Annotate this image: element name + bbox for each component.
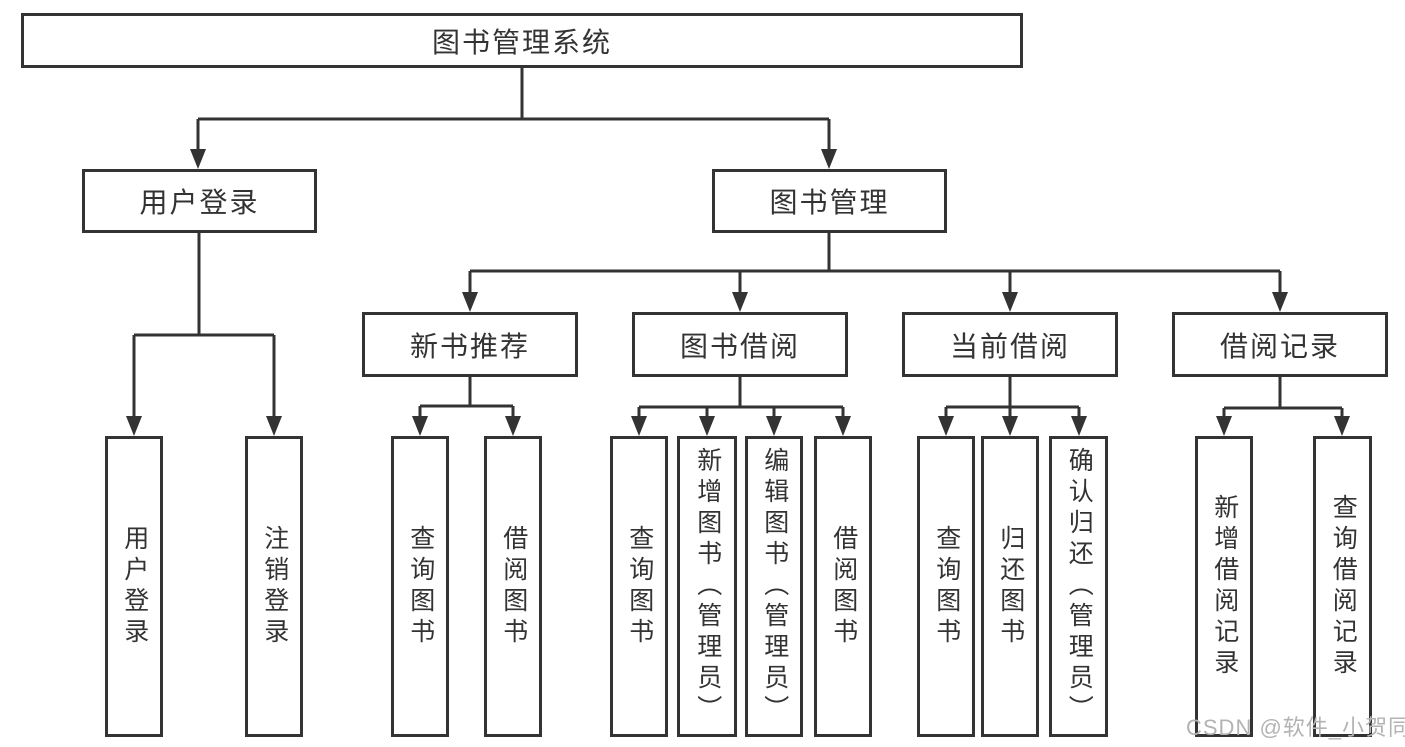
arrowhead-down-icon	[412, 416, 428, 436]
connector-new-book-recommend-to-children	[412, 377, 521, 436]
connector-borrowing-records-to-children	[1216, 377, 1350, 436]
node-label: 新书推荐	[409, 330, 530, 362]
node-borrow-books: 借阅图书	[814, 436, 872, 737]
arrowhead-down-icon	[1216, 416, 1232, 436]
node-query-borrow-record: 查询借阅记录	[1313, 436, 1372, 737]
node-label: 用户登录	[139, 187, 260, 218]
node-label: 查询图书	[406, 524, 435, 649]
arrowhead-down-icon	[126, 416, 142, 436]
node-add-borrow-record: 新增借阅记录	[1195, 436, 1253, 737]
node-user-login: 用户登录	[82, 169, 317, 233]
node-label: 注销登录	[260, 524, 289, 649]
node-borrow-books-recommend: 借阅图书	[484, 436, 542, 737]
node-new-book-recommend: 新书推荐	[362, 312, 578, 377]
node-label: 查询图书	[932, 524, 961, 649]
node-library-system: 图书管理系统	[21, 13, 1023, 68]
node-login: 用户登录	[105, 436, 163, 737]
node-edit-books-admin: 编辑图书（管理员）	[745, 436, 803, 737]
node-book-management: 图书管理	[712, 169, 947, 233]
node-label: 图书管理系统	[431, 26, 612, 58]
node-label: 归还图书	[996, 524, 1025, 649]
node-label: 借阅记录	[1219, 330, 1340, 362]
node-label: 查询图书	[625, 524, 654, 649]
node-label: 确认归还（管理员）	[1065, 447, 1094, 726]
arrowhead-down-icon	[1002, 416, 1018, 436]
node-label: 新增借阅记录	[1210, 493, 1239, 680]
node-label: 查询借阅记录	[1329, 493, 1358, 680]
arrowhead-down-icon	[1002, 292, 1018, 312]
arrowhead-down-icon	[1071, 416, 1087, 436]
arrowhead-down-icon	[821, 149, 837, 169]
arrowhead-down-icon	[938, 416, 954, 436]
arrowhead-down-icon	[190, 149, 206, 169]
connector-book-borrowing-to-children	[631, 377, 851, 436]
node-query-books-recommend: 查询图书	[391, 436, 449, 737]
node-label: 图书管理	[769, 187, 890, 218]
node-book-borrowing: 图书借阅	[632, 312, 848, 377]
csdn-watermark: CSDN @软件_小贺同学	[1186, 715, 1405, 740]
arrowhead-down-icon	[699, 416, 715, 436]
arrowhead-down-icon	[462, 292, 478, 312]
arrowhead-down-icon	[1272, 292, 1288, 312]
node-label: 图书借阅	[679, 330, 800, 362]
arrowhead-down-icon	[266, 416, 282, 436]
node-logout: 注销登录	[245, 436, 303, 737]
node-return-books: 归还图书	[981, 436, 1039, 737]
node-current-borrowing: 当前借阅	[902, 312, 1118, 377]
connector-book-management-to-level3	[462, 233, 1288, 312]
connector-current-borrowing-to-children	[938, 377, 1087, 436]
connector-root-to-level2	[190, 68, 837, 169]
node-query-books-current: 查询图书	[917, 436, 975, 737]
arrowhead-down-icon	[835, 416, 851, 436]
arrowhead-down-icon	[766, 416, 782, 436]
node-label: 用户登录	[120, 524, 149, 649]
node-label: 新增图书（管理员）	[693, 447, 722, 726]
arrowhead-down-icon	[1334, 416, 1350, 436]
connector-user-login-to-children	[126, 233, 282, 436]
node-label: 借阅图书	[829, 524, 858, 649]
arrowhead-down-icon	[631, 416, 647, 436]
node-borrowing-records: 借阅记录	[1172, 312, 1388, 377]
node-label: 借阅图书	[499, 524, 528, 649]
node-label: 编辑图书（管理员）	[760, 447, 789, 726]
node-query-books-borrowing: 查询图书	[610, 436, 668, 737]
arrowhead-down-icon	[505, 416, 521, 436]
node-add-books-admin: 新增图书（管理员）	[677, 436, 737, 737]
node-confirm-return-admin: 确认归还（管理员）	[1049, 436, 1108, 737]
node-label: 当前借阅	[949, 330, 1070, 362]
arrowhead-down-icon	[732, 292, 748, 312]
